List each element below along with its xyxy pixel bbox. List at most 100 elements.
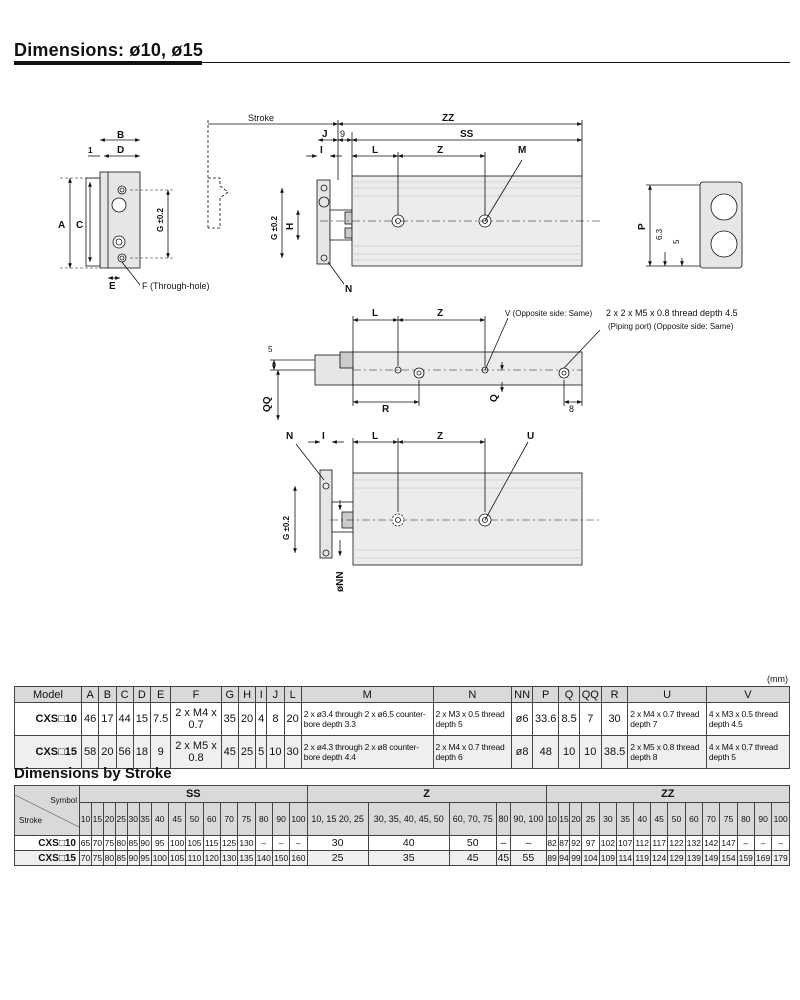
- col-header-9: I: [255, 686, 268, 703]
- zz-cell: 154: [719, 850, 738, 866]
- ss-cell: –: [289, 835, 308, 851]
- label-Q: Q: [489, 394, 500, 402]
- zz-cell: 112: [633, 835, 652, 851]
- label-H: H: [285, 223, 296, 230]
- table-cell: 30: [283, 735, 302, 769]
- label-L-bottom: L: [372, 431, 378, 442]
- zz-stroke-header: 50: [667, 802, 686, 836]
- zz-cell: 159: [736, 850, 755, 866]
- z-cell: 55: [510, 850, 547, 866]
- table-cell: 10: [578, 735, 602, 769]
- col-header-7: G: [220, 686, 239, 703]
- ss-cell: 105: [167, 850, 187, 866]
- ss-stroke-header: 70: [219, 802, 239, 836]
- label-L-top: L: [372, 308, 378, 319]
- table-cell: 10: [266, 735, 285, 769]
- table-cell: 7.5: [149, 702, 172, 736]
- z-stroke-header: 90, 100: [510, 802, 547, 836]
- ss-cell: 85: [126, 835, 140, 851]
- label-U: U: [527, 431, 534, 442]
- ss-cell: 95: [150, 835, 169, 851]
- z-cell: 25: [306, 850, 369, 866]
- zz-stroke-header: 10: [545, 802, 559, 836]
- label-QQ: QQ: [262, 396, 273, 412]
- table-cell: 2 x ø4.3 through 2 x ø8 counter-bore dep…: [300, 735, 434, 769]
- col-header-20: V: [705, 686, 791, 703]
- label-Z-top: Z: [437, 308, 443, 319]
- z-stroke-header: 80: [495, 802, 512, 836]
- ss-stroke-header: 15: [90, 802, 104, 836]
- ss-cell: –: [254, 835, 273, 851]
- ss-cell: 115: [202, 835, 221, 851]
- col-header-18: R: [600, 686, 629, 703]
- label-ZZ: ZZ: [442, 113, 454, 124]
- ss-cell: 120: [202, 850, 221, 866]
- front-view: [60, 138, 175, 286]
- table-cell: 2 x M4 x 0.7 thread depth 7: [627, 702, 707, 736]
- ss-cell: 75: [90, 850, 104, 866]
- table-cell: 2 x M4 x 0.7: [170, 702, 222, 736]
- col-header-16: Q: [558, 686, 580, 703]
- label-E: E: [109, 281, 116, 292]
- ss-cell: 90: [138, 835, 152, 851]
- zz-stroke-header: 40: [633, 802, 652, 836]
- table-cell: 4 x M4 x 0.7 thread depth 5: [705, 735, 791, 769]
- zz-cell: 139: [684, 850, 704, 866]
- zz-cell: –: [736, 835, 755, 851]
- label-J: J: [322, 129, 328, 140]
- col-header-19: U: [627, 686, 707, 703]
- label-C: C: [76, 220, 83, 231]
- ss-stroke-header: 10: [79, 802, 92, 836]
- zz-stroke-header: 80: [736, 802, 755, 836]
- z-cell: 45: [495, 850, 512, 866]
- ss-stroke-header: 20: [102, 802, 116, 836]
- model-cell: CXS□15: [14, 850, 80, 866]
- table-cell: 2 x M4 x 0.7 thread depth 6: [432, 735, 513, 769]
- label-6-3: 6.3: [655, 228, 664, 240]
- label-SS: SS: [460, 129, 474, 140]
- ss-cell: 130: [219, 850, 239, 866]
- z-stroke-header: 10, 15 20, 25: [306, 802, 369, 836]
- zz-cell: –: [753, 835, 773, 851]
- label-piping: (Piping port) (Opposite side: Same): [608, 322, 734, 331]
- ss-cell: 160: [289, 850, 308, 866]
- col-header-17: QQ: [578, 686, 602, 703]
- ss-cell: 135: [237, 850, 256, 866]
- table-cell: 4: [255, 702, 268, 736]
- z-stroke-header: 60, 70, 75: [448, 802, 497, 836]
- ss-cell: 105: [185, 835, 204, 851]
- zz-stroke-header: 70: [701, 802, 721, 836]
- col-header-13: N: [432, 686, 513, 703]
- model-cell: CXS□10: [14, 835, 80, 851]
- zz-cell: 122: [667, 835, 686, 851]
- ss-cell: 110: [185, 850, 204, 866]
- table-cell: 35: [220, 702, 239, 736]
- table-cell: 8: [266, 702, 285, 736]
- zz-stroke-header: 90: [753, 802, 773, 836]
- zz-cell: 109: [598, 850, 618, 866]
- zz-stroke-header: 15: [557, 802, 571, 836]
- table-cell: 8.5: [558, 702, 580, 736]
- table-cell: 38.5: [600, 735, 629, 769]
- z-cell: –: [510, 835, 547, 851]
- table-cell: ø8: [511, 735, 534, 769]
- ss-stroke-header: 100: [289, 802, 308, 836]
- bottom-view: [293, 438, 600, 566]
- table-cell: 33.6: [532, 702, 560, 736]
- col-header-12: M: [300, 686, 434, 703]
- table-cell: ø6: [511, 702, 534, 736]
- top-view: [270, 316, 601, 420]
- label-Z-side: Z: [437, 145, 443, 156]
- label-V: V (Opposite side: Same): [505, 309, 592, 318]
- zz-cell: 117: [650, 835, 669, 851]
- col-header-11: L: [283, 686, 302, 703]
- label-G-side: G ±0.2: [270, 215, 279, 240]
- table-cell: 2 x ø3.4 through 2 x ø6.5 counter-bore d…: [300, 702, 434, 736]
- table-cell: 9: [149, 735, 172, 769]
- zz-cell: 82: [545, 835, 559, 851]
- symbol-label: Symbol: [50, 795, 77, 805]
- zz-cell: 107: [616, 835, 635, 851]
